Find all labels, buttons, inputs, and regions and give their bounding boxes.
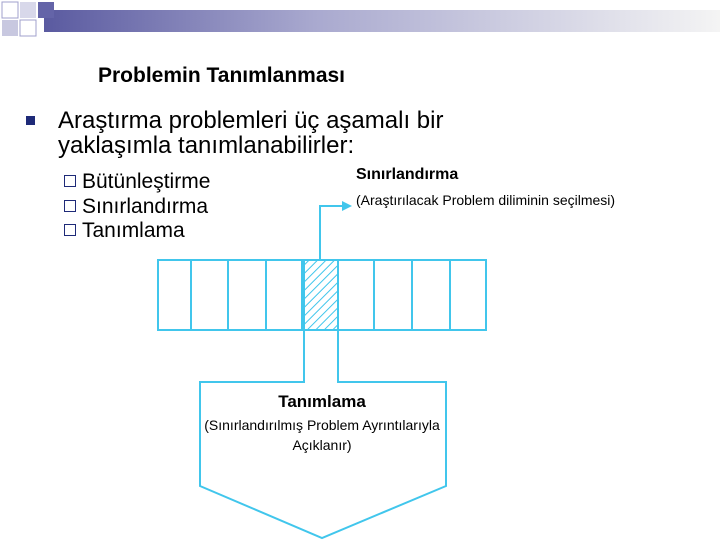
tanimlama-shape [199, 329, 447, 540]
deco-square [2, 20, 18, 36]
sinirlandirma-label: Sınırlandırma [356, 166, 459, 183]
checkbox-bullet-icon [64, 224, 76, 236]
checkbox-bullet-icon [64, 175, 76, 187]
tanimlama-label: Tanımlama [278, 392, 366, 411]
selection-arrow [319, 205, 344, 260]
deco-square [19, 19, 37, 37]
slide-title: Problemin Tanımlanması [98, 64, 346, 87]
deco-square [38, 2, 54, 18]
sub-item-label: Sınırlandırma [82, 194, 209, 218]
list-item: Bütünleştirme [64, 170, 210, 195]
sub-bullet-list: Bütünleştirme Sınırlandırma Tanımlama [64, 170, 210, 244]
list-item: Tanımlama [64, 219, 210, 244]
arrow-head-icon [342, 201, 352, 211]
header-decoration [1, 1, 720, 37]
sub-item-label: Bütünleştirme [82, 170, 211, 193]
sub-item-label: Tanımlama [82, 219, 185, 242]
list-item: Sınırlandırma [64, 195, 210, 220]
checkbox-bullet-icon [64, 199, 76, 212]
sinirlandirma-description: (Araştırılacak Problem diliminin seçilme… [356, 192, 616, 208]
header-band [44, 10, 720, 32]
main-bullet-text: Araştırma problemleri üç aşamalı bir yak… [58, 107, 444, 159]
deco-square [1, 1, 19, 19]
deco-square [20, 2, 36, 18]
selected-slice [303, 259, 339, 331]
square-bullet-icon [26, 116, 35, 125]
tanimlama-description: (Sınırlandırılmış Problem Ayrıntılarıyla… [204, 417, 440, 453]
